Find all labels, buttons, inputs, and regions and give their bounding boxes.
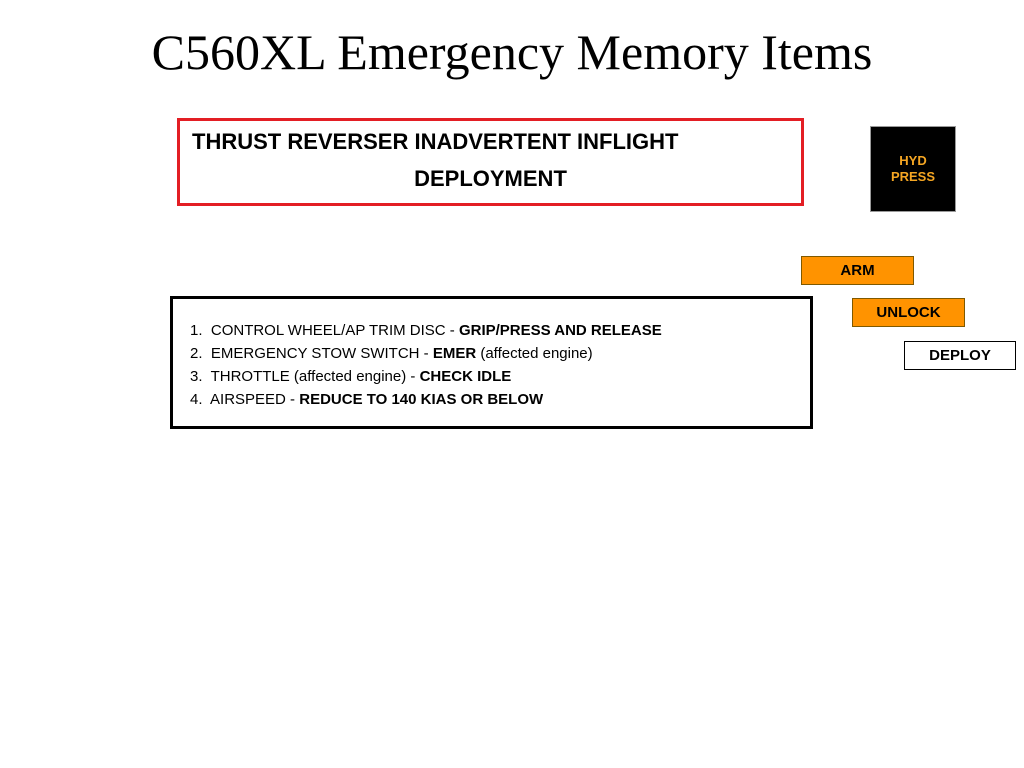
page-title: C560XL Emergency Memory Items bbox=[151, 24, 873, 80]
memory-item: 1. CONTROL WHEEL/AP TRIM DISC - GRIP/PRE… bbox=[190, 319, 662, 342]
step-item: THROTTLE (affected engine) - bbox=[210, 368, 416, 385]
procedure-title-line-1: THRUST REVERSER INADVERTENT INFLIGHT bbox=[192, 129, 679, 154]
arm-light: ARM bbox=[801, 256, 914, 285]
memory-items-list: 1. CONTROL WHEEL/AP TRIM DISC - GRIP/PRE… bbox=[190, 319, 662, 411]
step-number: 2. bbox=[190, 345, 203, 362]
step-number: 1. bbox=[190, 322, 203, 339]
step-number: 4. bbox=[190, 391, 203, 408]
unlock-light: UNLOCK bbox=[852, 298, 965, 327]
memory-items-box: 1. CONTROL WHEEL/AP TRIM DISC - GRIP/PRE… bbox=[170, 296, 813, 429]
step-note: (affected engine) bbox=[480, 345, 593, 362]
step-action: EMER bbox=[432, 345, 477, 362]
step-action: CHECK IDLE bbox=[419, 368, 512, 385]
step-action: GRIP/PRESS AND RELEASE bbox=[458, 322, 662, 339]
memory-item: 2. EMERGENCY STOW SWITCH - EMER (affecte… bbox=[190, 342, 662, 365]
procedure-title-box: THRUST REVERSER INADVERTENT INFLIGHT DEP… bbox=[177, 118, 804, 206]
memory-item: 4. AIRSPEED - REDUCE TO 140 KIAS OR BELO… bbox=[190, 388, 662, 411]
hyd-press-annunciator: HYD PRESS bbox=[870, 126, 956, 212]
step-item: EMERGENCY STOW SWITCH - bbox=[210, 345, 429, 362]
step-item: AIRSPEED - bbox=[210, 391, 296, 408]
annunciator-line-2: PRESS bbox=[890, 169, 936, 184]
memory-item: 3. THROTTLE (affected engine) - CHECK ID… bbox=[190, 365, 662, 388]
step-item: CONTROL WHEEL/AP TRIM DISC - bbox=[210, 322, 455, 339]
step-number: 3. bbox=[190, 368, 203, 385]
step-action: REDUCE TO 140 KIAS OR BELOW bbox=[299, 391, 544, 408]
procedure-title-line-2: DEPLOYMENT bbox=[414, 166, 567, 191]
annunciator-line-1: HYD bbox=[899, 153, 927, 168]
deploy-light: DEPLOY bbox=[904, 341, 1016, 370]
